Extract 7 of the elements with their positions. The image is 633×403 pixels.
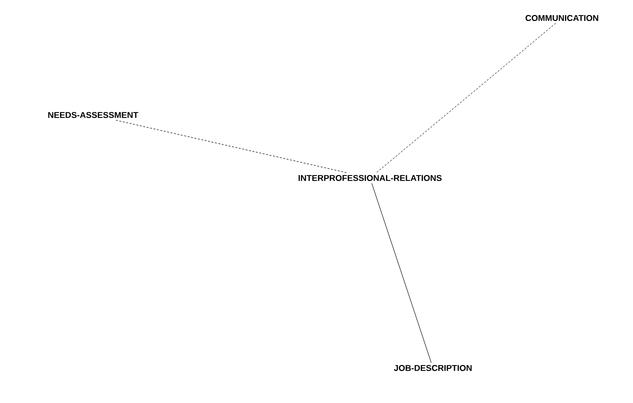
concept-label: JOB-DESCRIPTION [394, 365, 472, 371]
concept-label: COMMUNICATION [526, 15, 598, 21]
connector-line [376, 22, 556, 174]
concept-label: INTERPROFESSIONAL-RELATIONS [298, 175, 442, 181]
connector-line [371, 182, 432, 364]
connector-line [116, 120, 348, 174]
concept-label: NEEDS-ASSESSMENT [48, 112, 138, 118]
